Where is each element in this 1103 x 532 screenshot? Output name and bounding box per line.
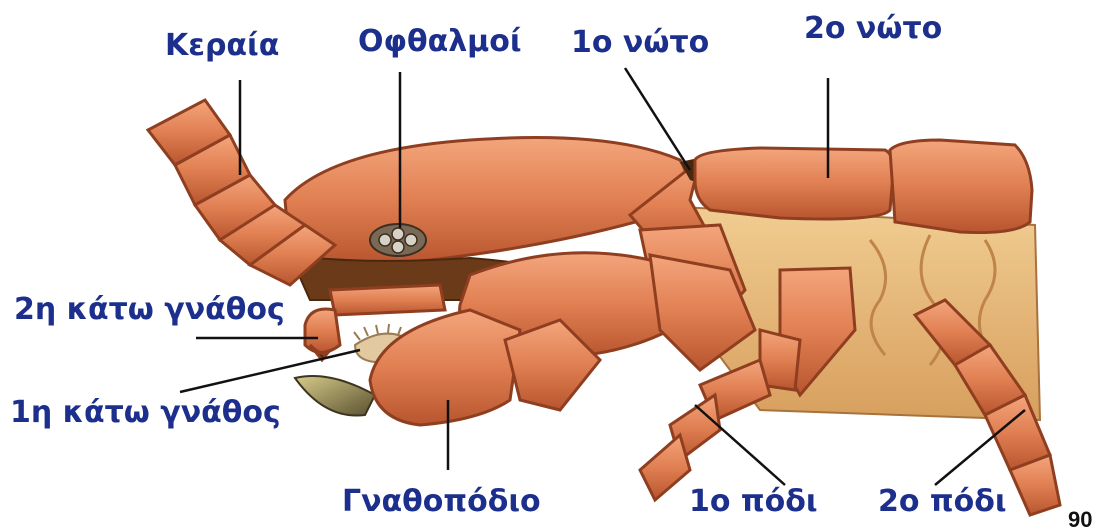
label-second-maxilla: 2η κάτω γνάθος (14, 295, 285, 325)
label-first-maxilla: 1η κάτω γνάθος (10, 398, 281, 428)
label-second-tergum: 2ο νώτο (804, 14, 942, 44)
third-tergum (890, 140, 1032, 233)
leader-line-first-leg (695, 405, 785, 485)
second-tergum (695, 148, 893, 219)
page-number: 90 (1068, 509, 1092, 531)
label-second-leg: 2ο πόδι (878, 487, 1007, 517)
label-antenna: Κεραία (165, 31, 279, 61)
label-gnathopod: Γναθοπόδιο (342, 487, 541, 517)
head-capsule (285, 138, 687, 265)
label-eyes: Οφθαλμοί (358, 27, 522, 57)
eye-cluster-icon (370, 224, 426, 256)
mandible-claw (295, 376, 375, 415)
label-first-tergum: 1ο νώτο (571, 28, 709, 58)
label-first-leg: 1ο πόδι (689, 487, 818, 517)
